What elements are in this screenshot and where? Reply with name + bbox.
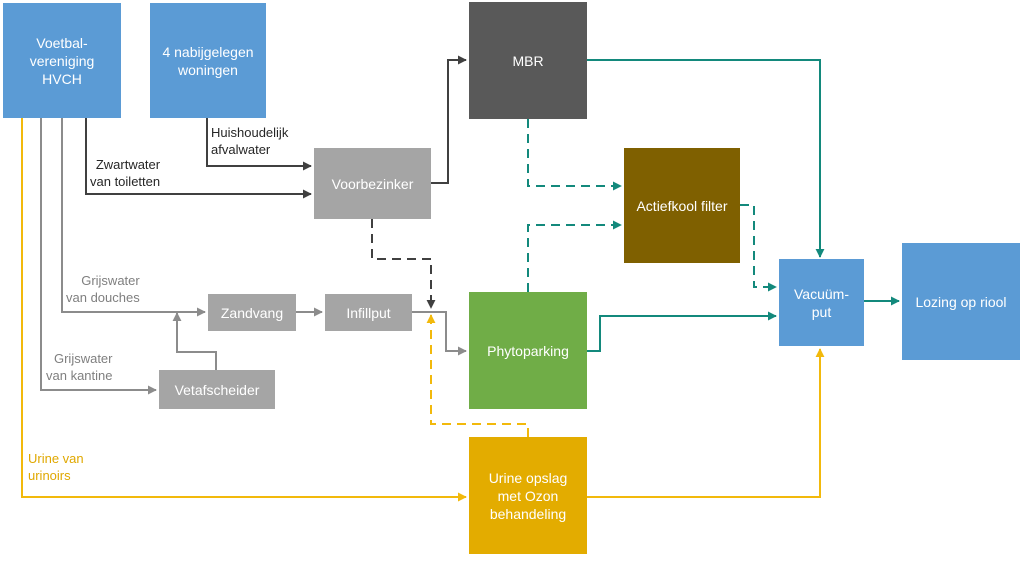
arrow-zwartwater-voorbezinker <box>85 118 312 199</box>
node-woningen: 4 nabijgelegen woningen <box>150 3 266 118</box>
node-voetbalvereniging: Voetbal- vereniging HVCH <box>3 3 121 118</box>
node-phytoparking: Phytoparking <box>469 292 587 409</box>
label-urine-van-urinoirs: Urine van urinoirs <box>28 451 84 483</box>
arrow-douches-zandvang <box>61 118 206 317</box>
arrow-mbr-actiefkool-dashed <box>527 119 622 191</box>
label-grijswater-douches: Grijswater van douches <box>66 273 140 305</box>
arrow-actiefkool-vacuumput-dashed <box>740 204 777 292</box>
node-mbr: MBR <box>469 2 587 119</box>
arrow-phyto-vacuumput <box>587 311 777 352</box>
label-zwartwater: Zwartwater van toiletten <box>90 157 161 189</box>
arrow-opslag-infillput-dashed <box>426 314 529 437</box>
arrow-woningen-voorbezinker <box>206 118 312 171</box>
arrow-mbr-vacuumput <box>587 59 825 258</box>
node-vacuumput: Vacuüm- put <box>779 259 864 346</box>
node-urine-opslag: Urine opslag met Ozon behandeling <box>469 437 587 554</box>
node-actiefkool-filter: Actiefkool filter <box>624 148 740 263</box>
node-voorbezinker: Voorbezinker <box>314 148 431 219</box>
arrow-voorbezinker-mbr <box>431 55 467 184</box>
node-infillput: Infillput <box>325 294 412 331</box>
arrow-urinoirs-opslag <box>21 118 467 502</box>
arrow-kantine-vetafscheider <box>40 118 157 395</box>
node-zandvang: Zandvang <box>208 294 296 331</box>
arrow-phyto-actiefkool-dashed <box>527 220 622 292</box>
label-huishoudelijk-afvalwater: Huishoudelijk afvalwater <box>211 125 289 157</box>
node-lozing-op-riool: Lozing op riool <box>902 243 1020 360</box>
node-vetafscheider: Vetafscheider <box>159 370 275 409</box>
arrow-voorbezinker-phyto-dashed <box>371 219 436 309</box>
arrow-opslag-vacuumput <box>587 348 825 498</box>
arrow-infillput-phytoparking <box>412 311 467 356</box>
arrow-vetafscheider-zandvang <box>172 312 217 370</box>
label-grijswater-kantine: Grijswater van kantine <box>46 351 113 383</box>
